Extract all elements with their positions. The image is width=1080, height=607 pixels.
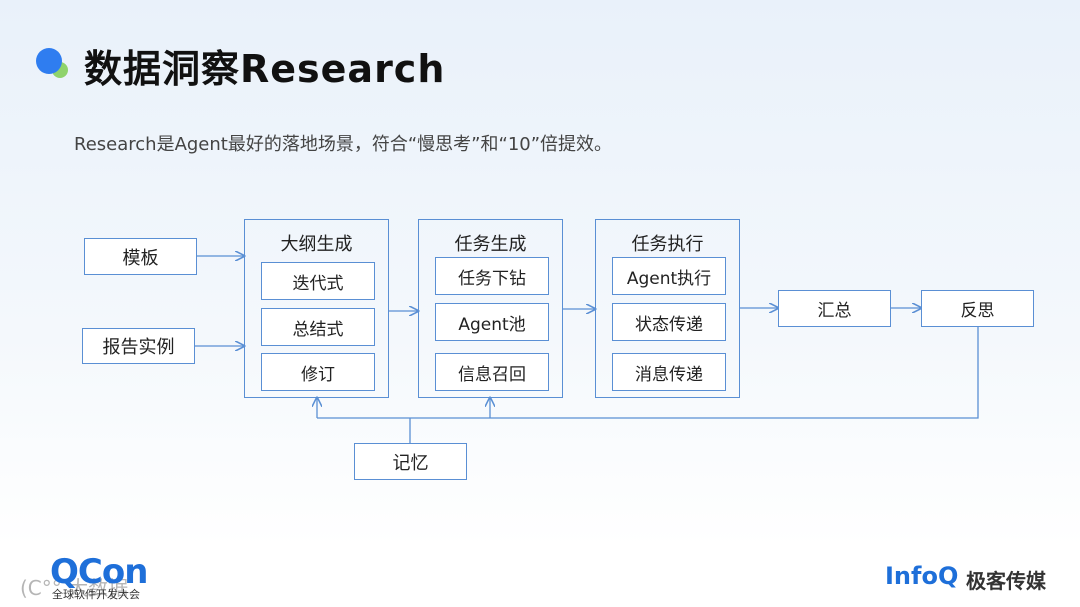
task-gen-item-info-recall: 信息召回 [435,353,549,391]
task-generation-group: 任务生成 [418,219,563,398]
task-exec-item-agent-exec: Agent执行 [612,257,726,295]
task-execution-title: 任务执行 [631,234,704,255]
infoq-brand-cn: 极客传媒 [966,569,1046,593]
summary-box: 汇总 [778,290,891,327]
watermark-text: (C°° 大数据 [20,576,129,600]
outline-item-revise: 修订 [261,353,375,391]
task-gen-item-drilldown: 任务下钻 [435,257,549,295]
template-box: 模板 [84,238,197,275]
infoq-logo: InfoQ [885,562,959,590]
task-exec-item-state-pass: 状态传递 [612,303,726,341]
qcon-logo-text: QCon [50,552,148,592]
memory-box: 记忆 [354,443,467,480]
reflect-box: 反思 [921,290,1034,327]
page-title: 数据洞察Research [84,47,446,91]
task-execution-group: 任务执行 [595,219,740,398]
outline-generation-group: 大纲生成 [244,219,389,398]
footer-bar [0,547,1080,607]
outline-item-summary: 总结式 [261,308,375,346]
qcon-logo: QCon [50,552,148,592]
task-gen-item-agent-pool: Agent池 [435,303,549,341]
title-decor-blue-dot [36,48,62,74]
qcon-subtitle: 全球软件开发大会 [52,588,140,601]
task-generation-title: 任务生成 [454,234,527,255]
task-exec-item-message-pass: 消息传递 [612,353,726,391]
outline-generation-title: 大纲生成 [280,234,353,255]
outline-item-iterative: 迭代式 [261,262,375,300]
page-subtitle: Research是Agent最好的落地场景，符合“慢思考”和“10”倍提效。 [74,134,613,155]
report-example-box: 报告实例 [82,328,195,364]
